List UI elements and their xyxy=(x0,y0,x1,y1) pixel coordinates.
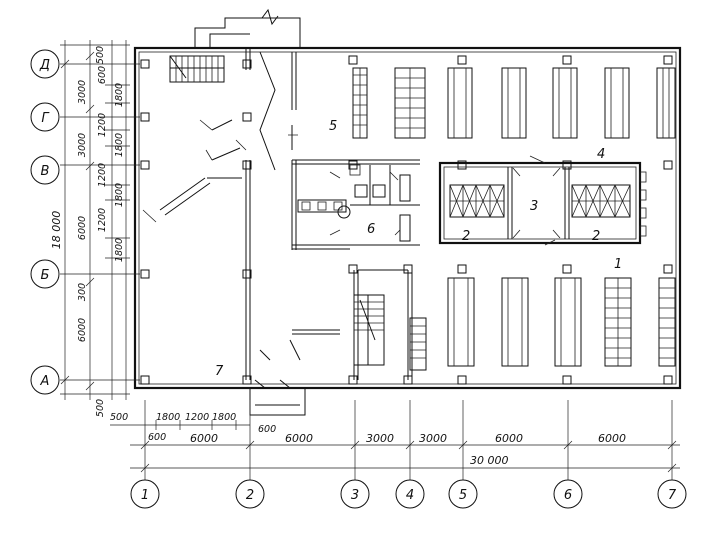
dim-bottom-600-a: 600 xyxy=(148,432,166,443)
room-label-1: 1 xyxy=(614,257,622,272)
dim-left-1800-a: 1800 xyxy=(114,83,125,107)
axis-col-7: 7 xyxy=(668,488,677,503)
dim-left-1200-b: 1200 xyxy=(97,163,108,187)
left-dimension-lines xyxy=(60,40,130,400)
dim-left-1800-d: 1800 xyxy=(114,238,125,262)
room-label-6: 6 xyxy=(367,222,375,237)
central-rooms xyxy=(438,155,647,246)
left-dimension-texts: 500 3000 3000 6000 300 6000 500 18 000 6… xyxy=(50,46,125,417)
axis-col-2: 2 xyxy=(246,488,254,503)
dim-bottom-6000-b: 6000 xyxy=(285,432,313,445)
dim-left-1800-c: 1800 xyxy=(114,183,125,207)
dim-bottom-500: 500 xyxy=(110,412,128,423)
axis-row-B: Б xyxy=(41,268,50,283)
row-axis-lines xyxy=(60,63,140,381)
sanitary-fixtures xyxy=(297,164,411,242)
dim-bottom-total: 30 000 xyxy=(470,454,509,467)
top-entrance xyxy=(194,8,301,48)
dim-left-total: 18 000 xyxy=(50,211,63,250)
dim-bottom-1200: 1200 xyxy=(185,412,209,423)
bottom-dimension-lines xyxy=(110,400,680,473)
room-label-2a: 2 xyxy=(462,229,470,244)
axis-col-3: 3 xyxy=(351,488,359,503)
equipment-upper-row xyxy=(352,67,676,139)
room-label-7: 7 xyxy=(215,364,224,379)
dim-left-3000-b: 3000 xyxy=(77,133,88,157)
dim-left-6000-a: 6000 xyxy=(77,216,88,240)
dim-left-300: 300 xyxy=(77,283,88,301)
axis-row-D: Д xyxy=(39,58,50,73)
room-label-3: 3 xyxy=(530,199,538,214)
room-label-2b: 2 xyxy=(592,229,600,244)
dim-bottom-3000-a: 3000 xyxy=(366,432,394,445)
axis-col-4: 4 xyxy=(406,488,414,503)
dim-left-500-bottom: 500 xyxy=(95,399,106,417)
axis-col-5: 5 xyxy=(459,488,467,503)
axis-row-V: В xyxy=(41,164,50,179)
axis-col-6: 6 xyxy=(564,488,572,503)
stair-top-left xyxy=(169,55,225,83)
equipment-lower-row xyxy=(409,277,676,371)
bottom-dimension-texts: 500 1800 1200 1800 600 6000 600 6000 300… xyxy=(110,412,626,467)
interior-partitions xyxy=(142,48,420,389)
room-labels: 1 2 2 3 4 5 6 7 xyxy=(215,119,622,379)
dim-left-1200-a: 1200 xyxy=(97,113,108,137)
room-label-4: 4 xyxy=(597,147,605,162)
dim-bottom-1800-b: 1800 xyxy=(212,412,236,423)
dim-left-1200-c: 1200 xyxy=(97,208,108,232)
dim-bottom-1800-a: 1800 xyxy=(156,412,180,423)
dim-left-500-top: 500 xyxy=(95,46,106,64)
dim-left-6000-b: 6000 xyxy=(77,318,88,342)
axis-row-G: Г xyxy=(41,111,50,126)
dim-bottom-600-b: 600 xyxy=(258,424,276,435)
dim-bottom-6000-c: 6000 xyxy=(495,432,523,445)
dim-left-3000-a: 3000 xyxy=(77,80,88,104)
column-axis-bubbles: 1 2 3 4 5 6 7 xyxy=(130,470,687,509)
dim-bottom-3000-b: 3000 xyxy=(419,432,447,445)
dim-left-600: 600 xyxy=(97,66,108,84)
axis-row-A: А xyxy=(40,374,50,389)
bottom-entrance xyxy=(249,388,306,416)
row-axis-bubbles: Д Г В Б А xyxy=(30,49,60,395)
columns xyxy=(140,55,673,385)
dim-bottom-6000-d: 6000 xyxy=(598,432,626,445)
stair-middle xyxy=(353,294,385,366)
dim-bottom-6000-a: 6000 xyxy=(190,432,218,445)
dim-left-1800-b: 1800 xyxy=(114,133,125,157)
axis-col-1: 1 xyxy=(141,488,149,503)
room-label-5: 5 xyxy=(329,119,337,134)
